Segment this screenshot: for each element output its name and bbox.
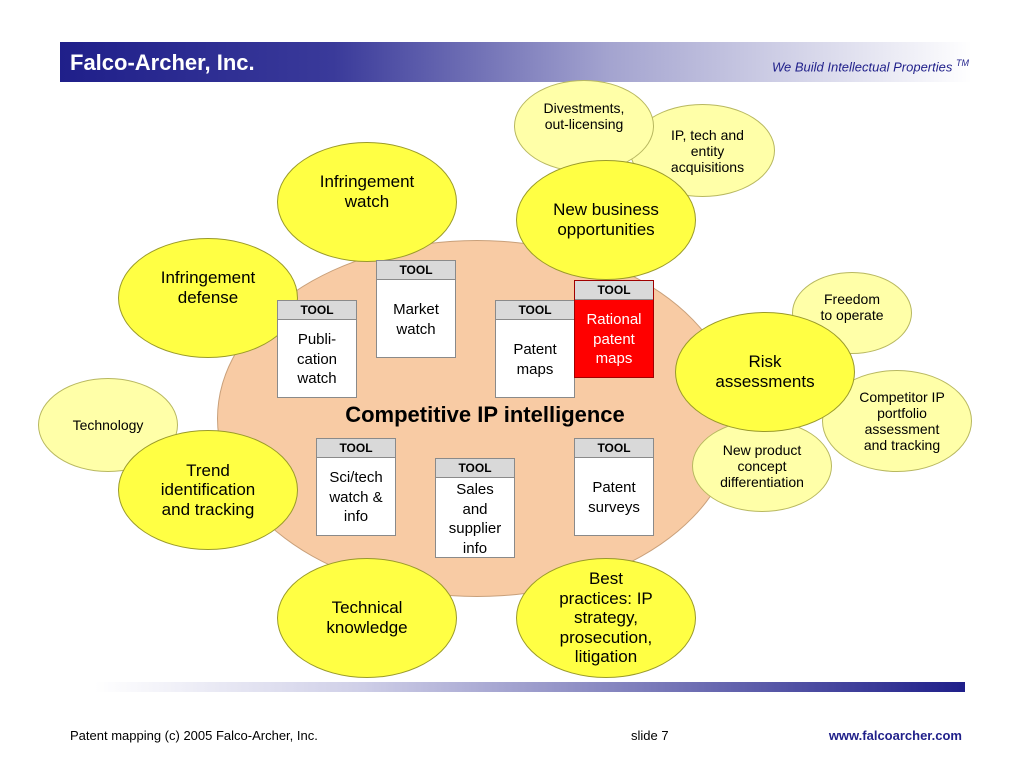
footer-url[interactable]: www.falcoarcher.com <box>828 728 962 743</box>
bubble-divestments: Divestments, out-licensing <box>514 80 654 172</box>
bubble-label: Infringement watch <box>319 172 415 211</box>
bubble-label: Divestments, out-licensing <box>543 100 625 132</box>
bubble-label: Risk assessments <box>715 352 815 391</box>
tool-market-watch: TOOL Market watch <box>376 260 456 358</box>
bubble-label: Trend identification and tracking <box>160 460 256 519</box>
company-name: Falco-Archer, Inc. <box>70 50 255 75</box>
tool-patent-surveys: TOOL Patent surveys <box>574 438 654 536</box>
bubble-label: Best practices: IP strategy, prosecution… <box>559 569 653 667</box>
tool-label: TOOL <box>575 439 653 458</box>
bubble-label: Freedom to operate <box>820 291 884 323</box>
tool-label: TOOL <box>575 281 653 300</box>
bubble-label: IP, tech and entity acquisitions <box>670 126 745 175</box>
tool-scitech-watch: TOOL Sci/tech watch & info <box>316 438 396 536</box>
tool-text: Sci/tech watch & info <box>329 469 383 525</box>
slide-number: slide 7 <box>631 728 669 743</box>
tagline-text: We Build Intellectual Properties <box>771 59 953 75</box>
bubble-risk-assessments: Risk assessments <box>675 312 855 432</box>
tool-patent-maps: TOOL Patent maps <box>495 300 575 398</box>
bubble-competitor-ip: Competitor IP portfolio assessment and t… <box>822 370 972 472</box>
footer-bar <box>95 682 965 692</box>
bubble-label: Competitor IP portfolio assessment and t… <box>859 389 945 453</box>
tool-label: TOOL <box>317 439 395 458</box>
tool-text: Patent surveys <box>588 479 640 516</box>
tool-label: TOOL <box>436 459 514 478</box>
bubble-infringement-defense: Infringement defense <box>118 238 298 358</box>
bubble-label: Technical knowledge <box>326 598 408 637</box>
tool-rational-patent-maps: TOOL Rational patent maps <box>574 280 654 378</box>
bubble-infringement-watch: Infringement watch <box>277 142 457 262</box>
bubble-technical-knowledge: Technical knowledge <box>277 558 457 678</box>
tool-label: TOOL <box>377 261 455 280</box>
bubble-label: Infringement defense <box>160 268 256 307</box>
tool-sales-supplier: TOOL Sales and supplier info <box>435 458 515 558</box>
bubble-label: New product concept differentiation <box>720 442 804 490</box>
diagram-center-title: Competitive IP intelligence <box>345 402 625 427</box>
tool-text: Market watch <box>393 301 439 338</box>
trademark-mark: TM <box>956 58 969 68</box>
bubble-label: Technology <box>72 417 144 433</box>
bubble-label: New business opportunities <box>553 200 659 239</box>
tool-label: TOOL <box>496 301 574 320</box>
bubble-new-product: New product concept differentiation <box>692 420 832 512</box>
bubble-new-business: New business opportunities <box>516 160 696 280</box>
tool-text: Sales and supplier info <box>448 481 502 557</box>
tool-text: Patent maps <box>513 341 557 378</box>
bubble-trend-identification: Trend identification and tracking <box>118 430 298 550</box>
tool-text: Publi- cation watch <box>296 331 338 387</box>
footer-copyright: Patent mapping (c) 2005 Falco-Archer, In… <box>70 728 318 743</box>
tool-publication-watch: TOOL Publi- cation watch <box>277 300 357 398</box>
tool-label: TOOL <box>278 301 356 320</box>
tool-text: Rational patent maps <box>586 311 642 367</box>
tagline: We Build Intellectual Properties TM <box>772 58 969 74</box>
header-bar <box>60 42 972 82</box>
bubble-best-practices: Best practices: IP strategy, prosecution… <box>516 558 696 678</box>
